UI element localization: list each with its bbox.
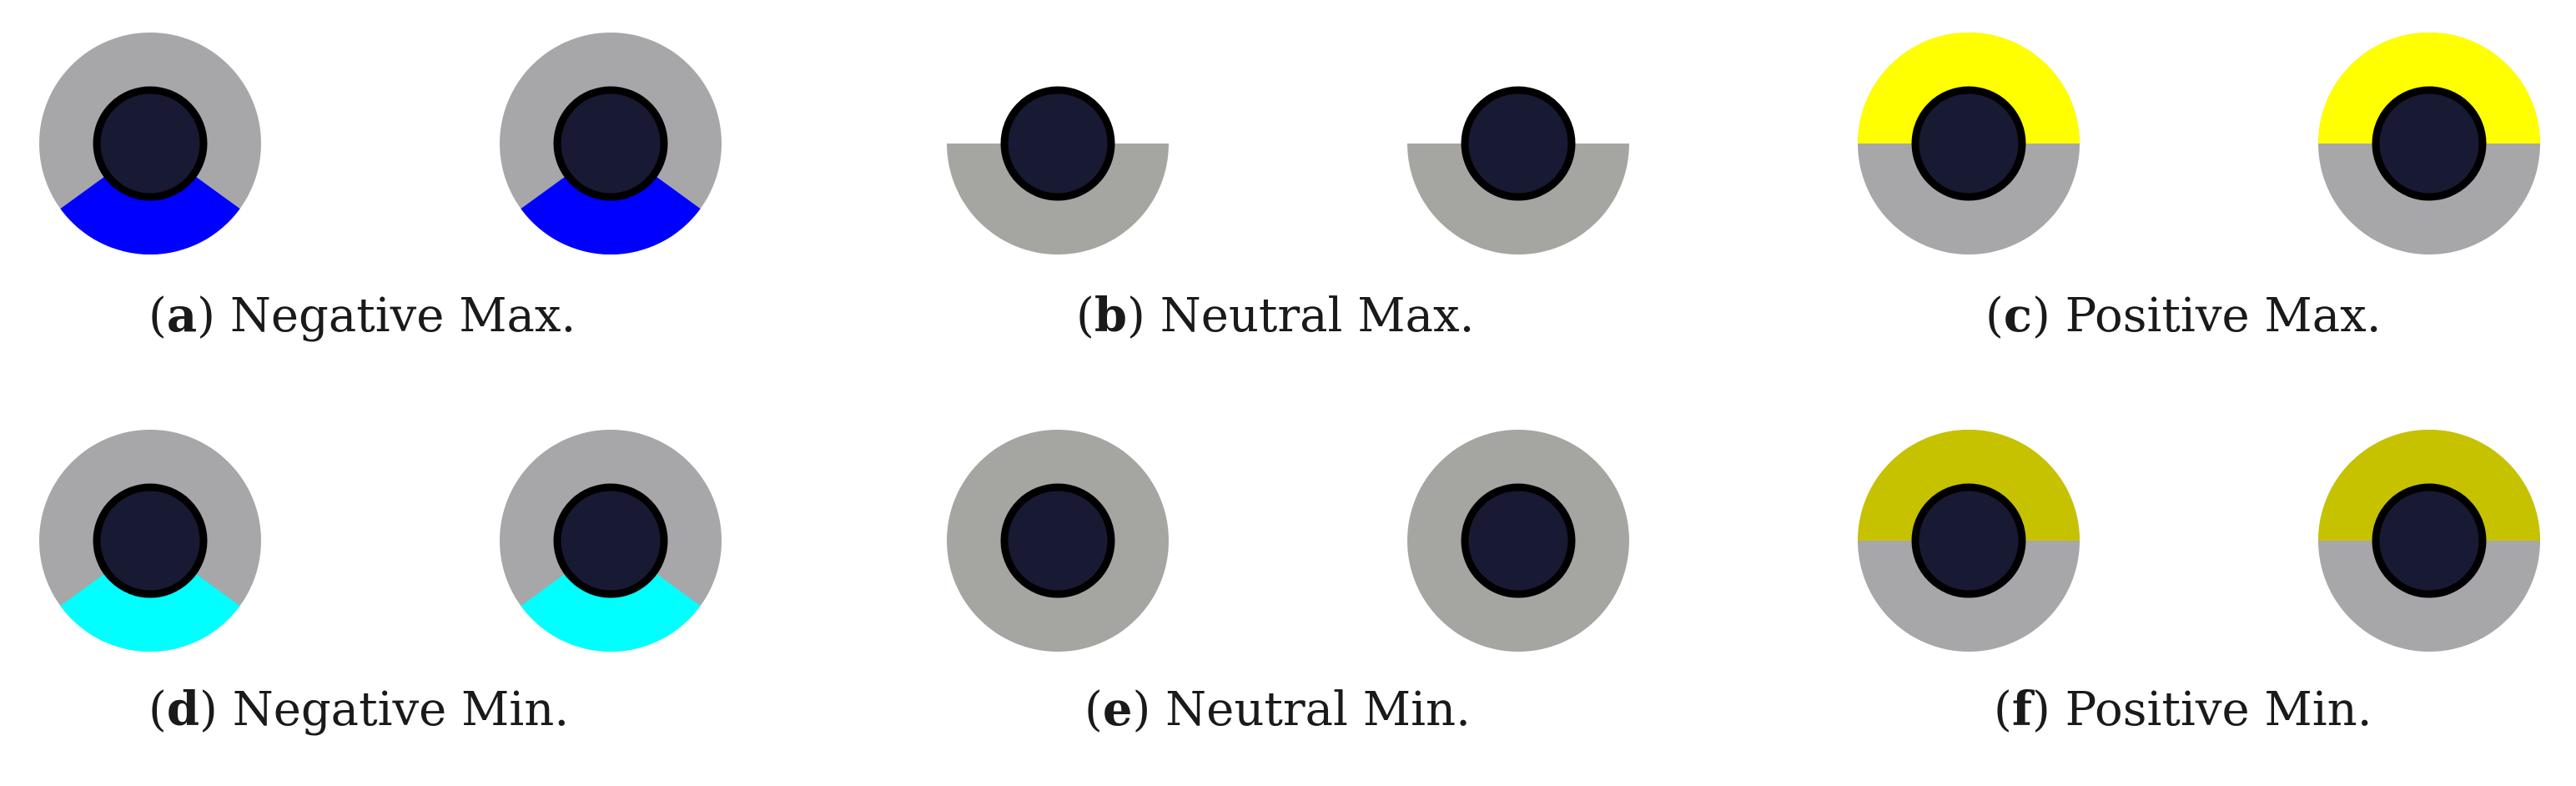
caption-positive-min: (f) Positive Min.	[1994, 682, 2372, 737]
eye-pupil	[93, 483, 208, 598]
caption-text: Positive Min.	[2065, 683, 2372, 737]
panel-b	[947, 86, 1629, 254]
caption-neutral-max: (b) Neutral Max.	[1076, 288, 1475, 343]
caption-text: Neutral Max.	[1160, 289, 1475, 343]
panel-d	[39, 430, 722, 652]
eye-left	[947, 430, 1169, 652]
eye-right	[500, 430, 722, 652]
eye-left	[39, 430, 261, 652]
eye-pupil	[1911, 86, 2026, 201]
eye-pupil	[1911, 483, 2026, 598]
eye-left	[1858, 33, 2080, 254]
eye-pupil	[1000, 86, 1115, 201]
panel-f	[1858, 430, 2540, 652]
caption-letter: c	[2003, 288, 2032, 343]
panel-c	[1858, 33, 2540, 254]
eyes-layer	[39, 33, 2540, 652]
caption-neutral-min: (e) Neutral Min.	[1084, 682, 1471, 737]
caption-text: Negative Min.	[232, 683, 570, 737]
eye-left	[1858, 430, 2080, 652]
caption-letter: b	[1094, 288, 1128, 343]
caption-positive-max: (c) Positive Max.	[1985, 288, 2382, 343]
eye-right	[1407, 430, 1629, 652]
eye-right	[1407, 86, 1629, 254]
caption-text: Positive Max.	[2065, 289, 2382, 343]
caption-negative-min: (d) Negative Min.	[148, 682, 570, 737]
caption-negative-max: (a) Negative Max.	[148, 288, 576, 343]
caption-text: Neutral Min.	[1165, 683, 1471, 737]
caption-letter: a	[166, 288, 198, 343]
caption-text: Negative Max.	[229, 289, 576, 343]
eye-right	[2318, 430, 2540, 652]
caption-letter: f	[2011, 682, 2032, 737]
eye-pupil	[1000, 483, 1115, 598]
eye-left	[39, 33, 261, 255]
eye-pupil	[93, 86, 208, 201]
panel-e	[947, 430, 1629, 652]
eye-left	[947, 86, 1169, 254]
caption-letter: e	[1102, 682, 1133, 737]
eye-pupil	[1461, 483, 1576, 598]
eye-pupil	[2372, 483, 2487, 598]
eye-right	[2318, 33, 2540, 254]
eye-pupil	[553, 86, 668, 201]
eye-right	[500, 33, 722, 255]
caption-letter: d	[166, 682, 200, 737]
eye-pupil	[553, 483, 668, 598]
panel-a	[39, 33, 722, 255]
eye-pupil	[2372, 86, 2487, 201]
eye-pupil	[1461, 86, 1576, 201]
